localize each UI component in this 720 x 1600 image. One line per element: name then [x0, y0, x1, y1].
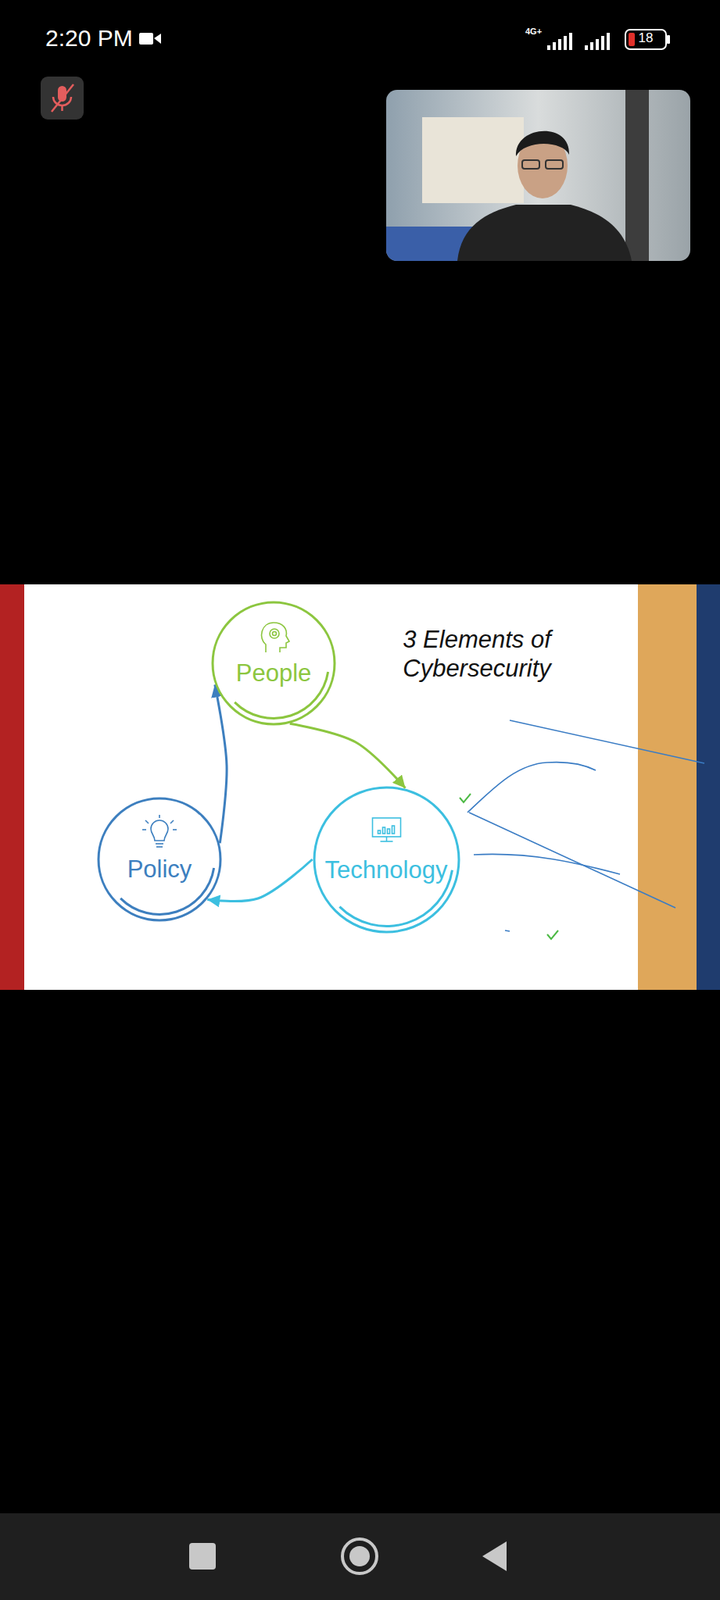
window-frame	[625, 89, 649, 262]
status-text: 18	[625, 30, 667, 47]
node-label: People	[211, 660, 337, 688]
battery-outline	[625, 29, 667, 50]
home-dot	[349, 1547, 370, 1568]
monitor-stand	[385, 837, 387, 842]
monitor-stand	[379, 841, 393, 843]
bulb-ray	[172, 829, 177, 832]
monitor-bar	[382, 827, 385, 835]
camera-lens	[154, 33, 162, 44]
battery-icon	[625, 29, 670, 50]
cycle-arrow	[214, 684, 227, 844]
signal-bar	[547, 45, 551, 51]
gear-hub	[272, 632, 277, 637]
monitor-bar	[391, 826, 395, 835]
annotation-dash	[505, 931, 510, 932]
cycle-node: Technology	[312, 786, 461, 935]
check-marks	[459, 794, 559, 940]
status-text: 4G+	[525, 26, 542, 36]
monitor-bar	[386, 829, 390, 835]
person-hair	[515, 131, 570, 157]
gear	[269, 629, 280, 639]
mute-bg	[40, 76, 84, 120]
red-bar	[0, 584, 25, 991]
check-mark	[547, 931, 559, 940]
signal-bar	[601, 35, 605, 51]
bulb-ray	[170, 820, 174, 824]
mic-stem	[60, 105, 64, 112]
head-outline	[261, 623, 290, 653]
signal-bar	[552, 42, 556, 51]
bulb-base	[155, 843, 164, 846]
bulb-glass	[150, 820, 169, 842]
slide-title: 3 Elements of Cybersecurity	[383, 625, 571, 684]
cycle-arrow	[207, 859, 312, 903]
annotation-line	[509, 720, 705, 764]
orange-bar	[637, 584, 697, 991]
node-icon	[142, 815, 177, 848]
cycle-arrow	[290, 723, 406, 789]
person-body	[457, 204, 632, 262]
mic-slash	[51, 84, 74, 112]
bulb-ray	[142, 829, 147, 832]
node-icon	[261, 623, 290, 653]
node-icon	[372, 818, 401, 842]
node-label: Technology	[312, 857, 461, 885]
nav-ground	[0, 1514, 720, 1600]
home-button	[342, 1540, 377, 1575]
signal-bar	[595, 39, 599, 51]
video-bg	[386, 89, 691, 262]
back-button	[482, 1542, 507, 1573]
signal-icon	[547, 32, 610, 51]
bulb-ray	[158, 815, 161, 819]
annotation-line	[473, 854, 620, 875]
camera-icon	[139, 32, 162, 45]
battery-tip	[666, 35, 670, 44]
mute-button	[40, 76, 84, 120]
video-thumbnail	[386, 89, 691, 262]
battery-level	[628, 32, 635, 47]
signal-bar	[563, 35, 567, 51]
annotations	[467, 720, 705, 932]
status-text: 2:20 PM	[45, 25, 133, 52]
monitor-screen	[372, 818, 401, 838]
nav-bar	[0, 1514, 720, 1600]
node-label: Policy	[96, 856, 223, 884]
slide-ground	[24, 584, 638, 991]
annotation-line	[467, 762, 596, 814]
signal-bar	[584, 45, 588, 51]
blue-bar	[696, 584, 720, 991]
cycle-node: People	[211, 601, 337, 727]
glasses	[545, 160, 563, 169]
monitor-bar	[377, 831, 380, 835]
annotation-line	[469, 813, 676, 909]
signal-bar	[558, 39, 562, 51]
bulb-base	[156, 846, 163, 849]
window-light	[422, 117, 524, 204]
signal-bar	[606, 32, 610, 51]
cycle-node: Policy	[96, 797, 223, 923]
recents-button	[189, 1543, 216, 1571]
bulb-ray	[145, 820, 149, 824]
glasses	[522, 160, 540, 169]
signal-bar	[569, 32, 573, 51]
camera-body	[139, 32, 154, 45]
check-mark	[459, 794, 471, 803]
signal-bar	[590, 42, 594, 51]
slide	[0, 584, 720, 991]
